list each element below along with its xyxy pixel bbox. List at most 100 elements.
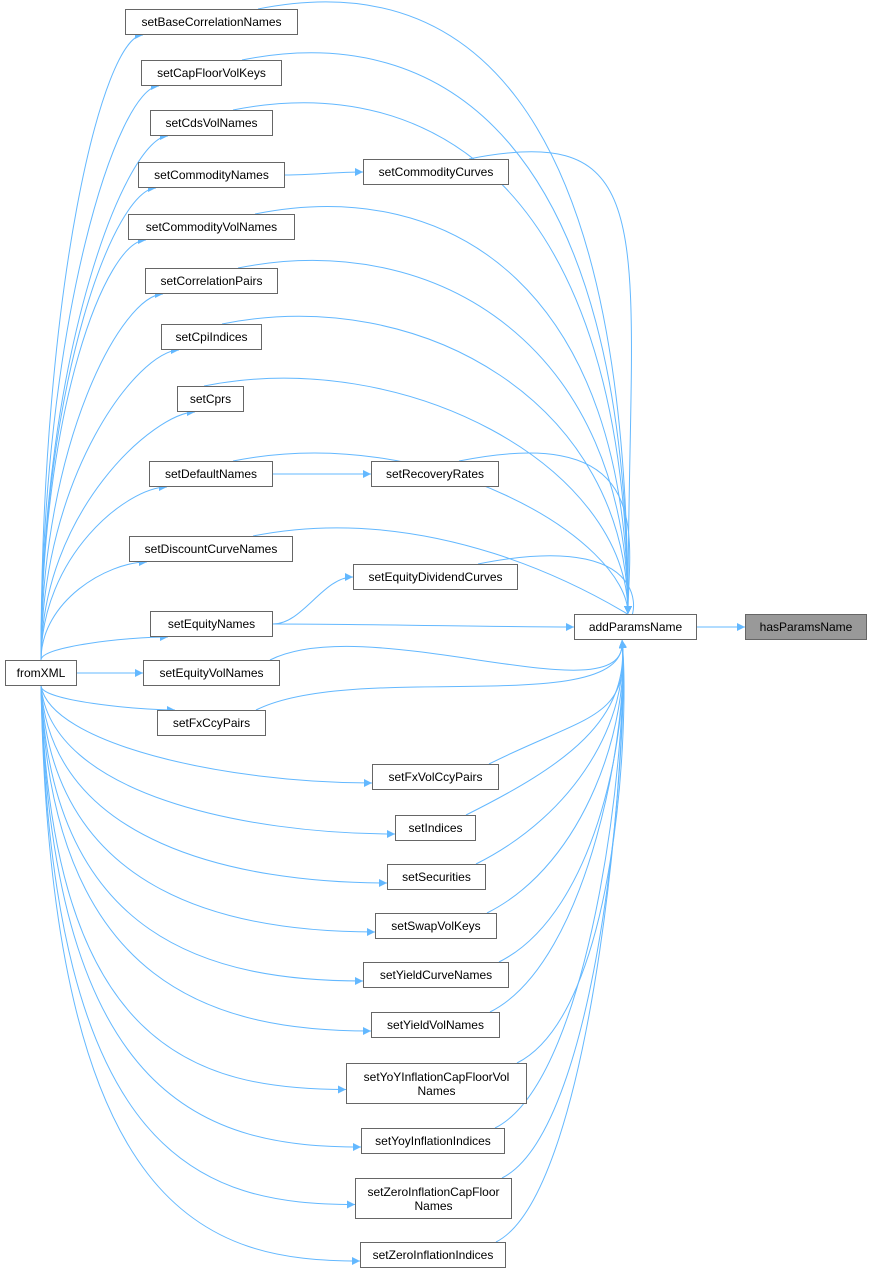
- node-set-securities[interactable]: setSecurities: [387, 864, 486, 890]
- edge-from-xml-to-set-swap-vol-keys: [40, 685, 376, 936]
- node-label: setSecurities: [402, 870, 471, 884]
- node-set-yoy-inflation-indices[interactable]: setYoyInflationIndices: [361, 1128, 505, 1154]
- edge-from-xml-to-set-commodity-vol-names: [40, 236, 147, 661]
- edge-set-indices-to-add-params-name: [465, 639, 627, 816]
- edge-from-xml-to-set-equity-names: [40, 633, 169, 661]
- node-set-indices[interactable]: setIndices: [395, 815, 476, 841]
- node-label: Names: [414, 1198, 453, 1213]
- node-set-fx-ccy-pairs[interactable]: setFxCcyPairs: [157, 710, 266, 736]
- edge-set-yoy-inflation-indices-to-add-params-name: [494, 639, 627, 1129]
- edge-set-equity-vol-names-to-add-params-name: [269, 639, 627, 671]
- edge-from-xml-to-set-yield-curve-names: [40, 685, 364, 985]
- edge-from-xml-to-set-securities: [40, 685, 388, 887]
- node-set-equity-names[interactable]: setEquityNames: [150, 611, 273, 637]
- edge-set-recovery-rates-to-add-params-name: [458, 452, 633, 615]
- edge-set-fx-vol-ccy-pairs-to-add-params-name: [488, 639, 627, 765]
- node-label: setEquityVolNames: [159, 666, 264, 680]
- node-label: setDefaultNames: [164, 467, 258, 481]
- edge-from-xml-to-set-cprs: [40, 408, 196, 661]
- edge-from-xml-to-set-yield-vol-names: [40, 685, 372, 1035]
- node-label: setBaseCorrelationNames: [141, 15, 282, 29]
- edge-set-cpi-indices-to-add-params-name: [221, 315, 632, 615]
- node-set-swap-vol-keys[interactable]: setSwapVolKeys: [375, 913, 497, 939]
- node-set-equity-vol-names[interactable]: setEquityVolNames: [143, 660, 280, 686]
- node-set-equity-dividend-curves[interactable]: setEquityDividendCurves: [353, 564, 518, 590]
- node-set-discount-curve-names[interactable]: setDiscountCurveNames: [129, 536, 293, 562]
- edge-from-xml-to-set-yo-yinflation-cap-floor-vol-names: [40, 685, 347, 1094]
- node-label: setYoYInflationCapFloorVol: [363, 1069, 510, 1084]
- node-label: setCommodityNames: [154, 168, 269, 182]
- node-label: setYieldVolNames: [387, 1018, 484, 1032]
- node-label: Names: [417, 1083, 456, 1098]
- edge-from-xml-to-set-discount-curve-names: [40, 558, 148, 661]
- node-set-zero-inflation-indices[interactable]: setZeroInflationIndices: [360, 1242, 506, 1268]
- node-set-commodity-vol-names[interactable]: setCommodityVolNames: [128, 214, 295, 240]
- edge-set-commodity-curves-to-add-params-name: [468, 151, 633, 615]
- node-label: setCapFloorVolKeys: [157, 66, 266, 80]
- node-set-recovery-rates[interactable]: setRecoveryRates: [371, 461, 499, 487]
- edge-set-discount-curve-names-to-add-params-name: [252, 527, 632, 623]
- edge-from-xml-to-set-yoy-inflation-indices: [40, 685, 362, 1151]
- node-set-cprs[interactable]: setCprs: [177, 386, 244, 412]
- node-set-cap-floor-vol-keys[interactable]: setCapFloorVolKeys: [141, 60, 282, 86]
- node-label: addParamsName: [588, 620, 683, 634]
- node-label: setCorrelationPairs: [160, 274, 263, 288]
- node-set-correlation-pairs[interactable]: setCorrelationPairs: [145, 268, 278, 294]
- node-set-yield-curve-names[interactable]: setYieldCurveNames: [363, 962, 509, 988]
- edge-from-xml-to-set-cap-floor-vol-keys: [40, 82, 160, 661]
- edge-set-cprs-to-add-params-name: [203, 377, 632, 615]
- edge-set-default-names-to-add-params-name: [232, 452, 632, 615]
- edge-from-xml-to-set-indices: [40, 685, 396, 838]
- edge-set-base-correlation-names-to-add-params-name: [257, 1, 632, 615]
- edge-set-swap-vol-keys-to-add-params-name: [486, 639, 627, 914]
- node-set-commodity-curves[interactable]: setCommodityCurves: [363, 159, 509, 185]
- edge-set-equity-names-to-set-equity-dividend-curves: [272, 573, 354, 625]
- node-label: setSwapVolKeys: [391, 919, 481, 933]
- node-label: setZeroInflationIndices: [372, 1248, 494, 1262]
- node-set-fx-vol-ccy-pairs[interactable]: setFxVolCcyPairs: [372, 764, 499, 790]
- node-label: setCdsVolNames: [165, 116, 258, 130]
- node-label: setEquityNames: [167, 617, 256, 631]
- node-label: setZeroInflationCapFloor: [367, 1184, 500, 1199]
- node-add-params-name[interactable]: addParamsName: [574, 614, 697, 640]
- node-label: setCommodityVolNames: [145, 220, 278, 234]
- edge-set-commodity-names-to-set-commodity-curves: [284, 168, 364, 177]
- edge-set-yo-yinflation-cap-floor-vol-names-to-add-params-name: [516, 639, 627, 1064]
- edge-from-xml-to-set-fx-ccy-pairs: [40, 685, 176, 714]
- node-label: fromXML: [16, 666, 66, 680]
- edge-from-xml-to-set-correlation-pairs: [40, 290, 164, 661]
- node-label: setCpiIndices: [175, 330, 248, 344]
- node-label: setDiscountCurveNames: [144, 542, 278, 556]
- node-label: setRecoveryRates: [385, 467, 485, 481]
- node-set-base-correlation-names[interactable]: setBaseCorrelationNames: [125, 9, 298, 35]
- node-label: setFxCcyPairs: [172, 716, 251, 730]
- node-label: setCommodityCurves: [378, 165, 494, 179]
- node-label: setYoyInflationIndices: [375, 1134, 491, 1148]
- node-set-default-names[interactable]: setDefaultNames: [149, 461, 273, 487]
- node-label: setIndices: [408, 821, 463, 835]
- node-set-cpi-indices[interactable]: setCpiIndices: [161, 324, 262, 350]
- edge-set-cds-vol-names-to-add-params-name: [232, 102, 632, 615]
- edge-set-yield-vol-names-to-add-params-name: [489, 639, 627, 1013]
- node-from-xml[interactable]: fromXML: [5, 660, 77, 686]
- node-set-commodity-names[interactable]: setCommodityNames: [138, 162, 285, 188]
- node-set-yield-vol-names[interactable]: setYieldVolNames: [371, 1012, 500, 1038]
- edge-from-xml-to-set-zero-inflation-indices: [40, 685, 361, 1265]
- node-label: setFxVolCcyPairs: [388, 770, 483, 784]
- node-set-cds-vol-names[interactable]: setCdsVolNames: [150, 110, 273, 136]
- edge-set-zero-inflation-indices-to-add-params-name: [495, 639, 627, 1243]
- edge-set-correlation-pairs-to-add-params-name: [237, 260, 632, 615]
- node-label: hasParamsName: [759, 620, 853, 634]
- edge-from-xml-to-set-default-names: [40, 483, 168, 661]
- node-label: setEquityDividendCurves: [368, 570, 503, 584]
- edge-set-securities-to-add-params-name: [475, 639, 627, 865]
- edge-from-xml-to-set-cpi-indices: [40, 346, 180, 661]
- node-label: setYieldCurveNames: [379, 968, 493, 982]
- edge-from-xml-to-set-zero-inflation-cap-floor-names: [40, 685, 356, 1209]
- node-has-params-name: hasParamsName: [745, 614, 867, 640]
- edge-from-xml-to-set-base-correlation-names: [40, 31, 144, 661]
- node-label: setCprs: [189, 392, 232, 406]
